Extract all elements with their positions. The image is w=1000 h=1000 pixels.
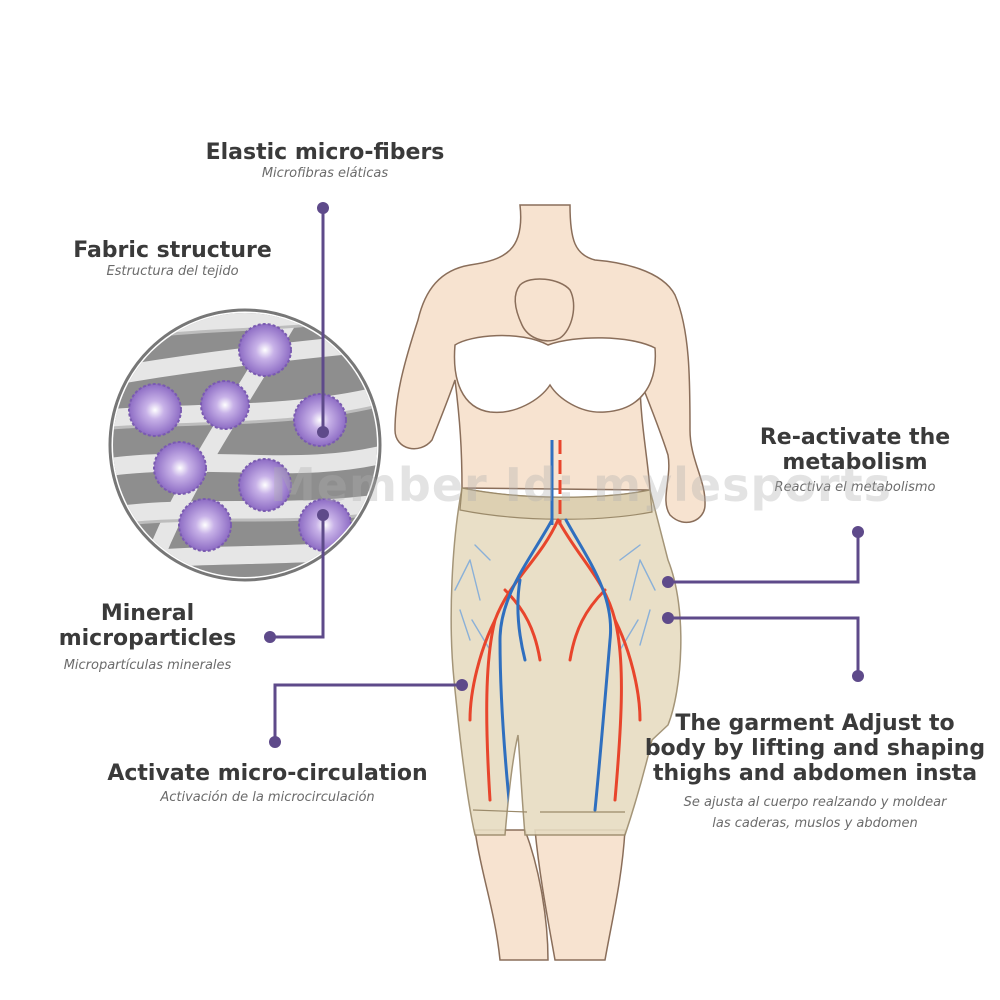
label-title-line3: thighs and abdomen insta — [652, 761, 978, 786]
connector-circulation — [273, 683, 462, 742]
label-subtitle-line2: las caderas, muslos y abdomen — [712, 816, 918, 831]
bra — [453, 334, 657, 414]
connector-garment — [668, 616, 860, 676]
dot — [317, 509, 329, 521]
label-micro-circulation: Activate micro-circulation Activación de… — [75, 761, 460, 806]
label-title-line2: microparticles — [58, 626, 237, 651]
dot — [264, 631, 276, 643]
connector-mineral — [270, 515, 325, 639]
label-title-line1: The garment Adjust to — [675, 711, 955, 736]
right-leg — [534, 829, 626, 961]
raised-fist — [514, 278, 575, 342]
left-leg — [474, 829, 549, 961]
veins — [498, 518, 613, 812]
connector-dots — [264, 202, 864, 748]
shapewear-shorts — [450, 487, 682, 836]
fabric-magnifier-icon — [108, 308, 382, 582]
dot — [269, 736, 281, 748]
label-mineral-microparticles: Mineral microparticles Micropartículas m… — [40, 601, 255, 674]
label-fabric-structure: Fabric structure Estructura del tejido — [50, 238, 295, 280]
capillaries — [454, 544, 656, 651]
watermark: Member Id: mylesports — [270, 458, 893, 512]
label-garment: The garment Adjust to body by lifting an… — [630, 711, 1000, 832]
label-subtitle: Activación de la microcirculación — [160, 790, 375, 805]
label-title-line1: Mineral — [100, 601, 195, 626]
label-subtitle: Micropartículas minerales — [63, 658, 232, 673]
dot — [317, 202, 329, 214]
label-subtitle-line1: Se ajusta al cuerpo realzando y moldear — [683, 795, 947, 810]
label-title: Fabric structure — [73, 238, 272, 263]
dot — [852, 670, 864, 682]
dot — [662, 612, 674, 624]
label-subtitle: Estructura del tejido — [106, 264, 239, 279]
dot — [456, 679, 468, 691]
label-title: Activate micro-circulation — [107, 761, 428, 786]
label-metabolism: Re-activate the metabolism Reactiva el m… — [735, 425, 975, 496]
label-title-line1: Re-activate the — [759, 425, 951, 450]
dot — [662, 576, 674, 588]
label-title: Elastic micro-fibers — [205, 140, 445, 165]
label-title-line2: body by lifting and shaping — [644, 736, 986, 761]
label-subtitle: Microfibras eláticas — [261, 166, 389, 181]
connector-metabolism — [668, 532, 860, 584]
dot — [317, 426, 329, 438]
connectors — [270, 208, 860, 742]
label-elastic-fibers: Elastic micro-fibers Microfibras elática… — [180, 140, 470, 182]
label-subtitle: Reactiva el metabolismo — [774, 480, 936, 495]
dot — [852, 526, 864, 538]
label-title-line2: metabolism — [782, 450, 928, 475]
